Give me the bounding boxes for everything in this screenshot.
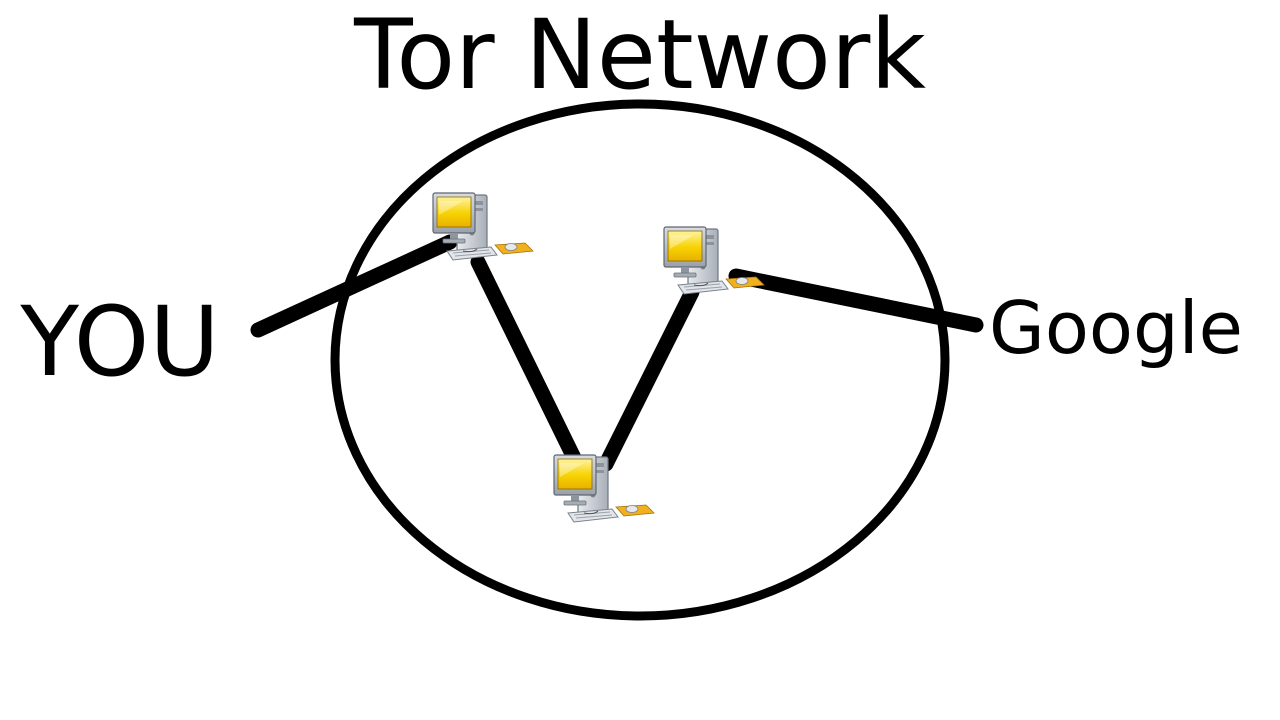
network-boundary-ellipse [330,99,950,621]
connection-relay-1-to-relay-3 [470,254,586,474]
you-label: YOU [19,286,219,398]
connection-relay-3-to-relay-2 [598,284,700,472]
connection-you-to-relay-1 [250,234,458,338]
connection-relay-2-to-google [728,268,984,333]
google-label: Google [989,286,1243,370]
diagram-title: Tor Network [353,0,926,111]
relay-3-computer-icon [553,454,655,523]
connection-lines [250,234,984,474]
relay-2-computer-icon [663,226,765,295]
